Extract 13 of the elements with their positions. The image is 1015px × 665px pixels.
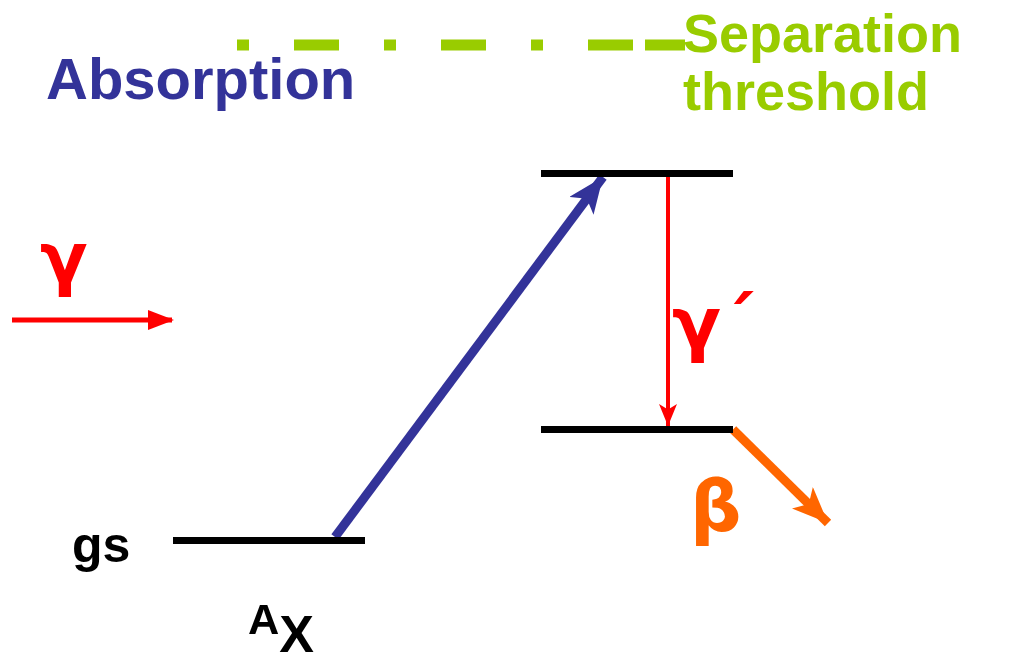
edge-label: β [690,468,742,546]
edge-label: γ´ [672,285,758,363]
arrow [331,174,607,540]
energy-level-bar [541,170,733,177]
text-label: Absorption [46,48,356,111]
level-label: gs [72,518,131,572]
text-label: γ [40,222,88,298]
energy-level-bar [541,426,733,433]
energy-level-bar [173,537,365,544]
arrow [659,177,677,426]
text-label: Separation threshold [683,4,964,121]
nuclide-label: $^{A}$X [248,598,314,661]
arrow [729,426,832,527]
